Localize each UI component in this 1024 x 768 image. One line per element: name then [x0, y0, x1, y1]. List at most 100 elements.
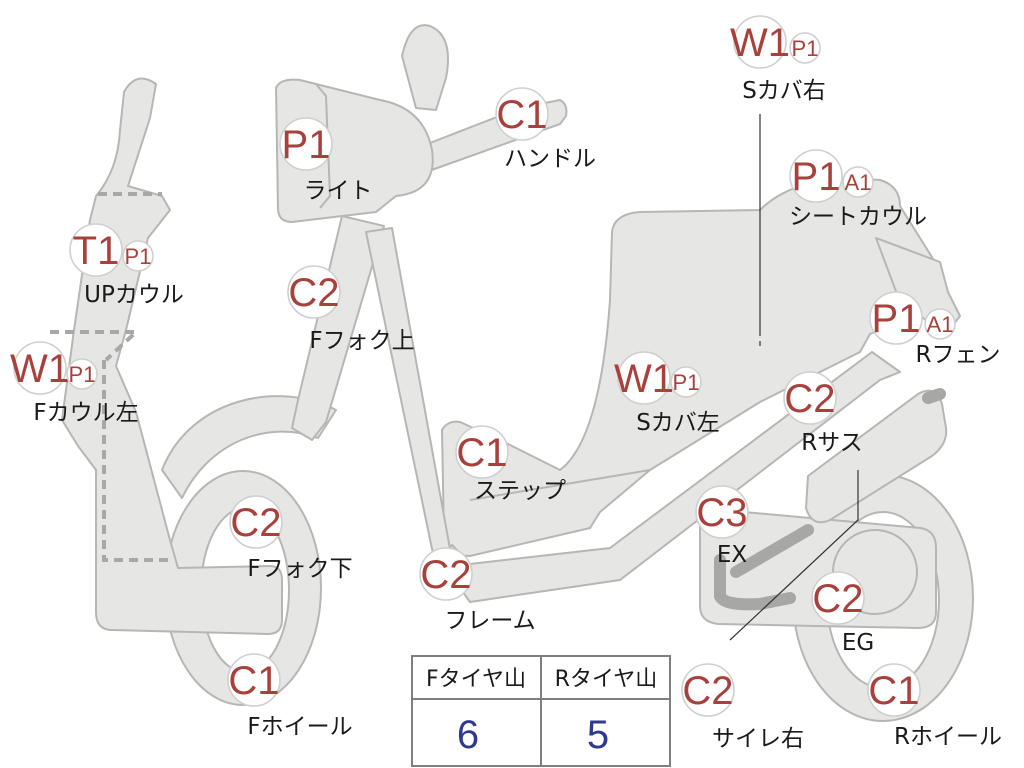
- seat-cowl-label: シートカウル: [789, 204, 927, 230]
- muffler-right-label: サイレ右: [712, 726, 804, 752]
- s-cover-left-grade-badge: [617, 351, 671, 405]
- floorboard-shape: [469, 469, 651, 501]
- s-cover-right-label: Sカバ右: [742, 78, 826, 104]
- s-cover-right-sub-grade-badge: [789, 32, 821, 64]
- shock-end-shape: [922, 388, 946, 404]
- frame-grade: C2: [420, 553, 471, 597]
- front-tread-header: Fタイヤ山: [426, 667, 526, 692]
- f-cowl-left-grade-badge: [13, 341, 67, 395]
- rear-tread-value: 5: [587, 713, 609, 757]
- frame-label: フレーム: [444, 608, 535, 634]
- seat-cowl-grade-badge: [789, 149, 843, 203]
- exhaust-grade-badge: [695, 485, 749, 539]
- seat-cowl-sub-grade: A1: [845, 170, 872, 195]
- f-wheel-grade-badge: [227, 653, 281, 707]
- rear-tread-header: Rタイヤ山: [555, 667, 658, 692]
- s-cover-left-label: Sカバ左: [636, 410, 720, 436]
- mirror-shape: [401, 24, 449, 111]
- light-grade-badge: [279, 117, 333, 171]
- f-fork-lower-grade: C2: [230, 501, 281, 545]
- light-label: ライト: [304, 178, 373, 204]
- front-fork-shape: [291, 215, 385, 441]
- front-tread-value: 6: [457, 713, 479, 757]
- engine-grade: C2: [812, 577, 863, 621]
- main-body-shape: [441, 177, 949, 557]
- r-wheel-label: Rホイール: [894, 724, 1002, 750]
- frame-grade-badge: [419, 547, 473, 601]
- leader-lines: [729, 114, 859, 641]
- exhaust-pipe-shape: [714, 524, 814, 611]
- step-label: ステップ: [474, 478, 566, 504]
- engine-label: EG: [842, 630, 874, 656]
- handle-label: ハンドル: [504, 146, 596, 172]
- s-cover-right-sub-grade: P1: [792, 36, 819, 61]
- handle-grade-badge: [495, 87, 549, 141]
- leg-shield-shape: [61, 77, 283, 635]
- part-handle: C1 ハンドル: [495, 87, 596, 172]
- f-fork-lower-grade-badge: [229, 495, 283, 549]
- f-fork-upper-grade-badge: [287, 265, 341, 319]
- f-cowl-left-sub-grade-badge: [66, 358, 98, 390]
- tire-tread-table: Fタイヤ山 Rタイヤ山 6 5: [411, 655, 671, 767]
- part-step: C1 ステップ: [455, 425, 566, 504]
- r-suspension-grade: C2: [784, 377, 835, 421]
- r-fender-sub-grade-badge: [924, 308, 956, 340]
- muffler-right-grade-badge: [681, 663, 735, 717]
- s-cover-right-grade: W1: [730, 21, 790, 65]
- step-grade: C1: [456, 431, 507, 475]
- seat-cowl-grade: P1: [792, 155, 841, 199]
- handle-grade: C1: [496, 93, 547, 137]
- light-grade: P1: [282, 123, 331, 167]
- f-fork-upper-label: Fフォク上: [309, 328, 414, 354]
- up-cowl-grade-badge: [69, 223, 123, 277]
- f-fork-upper-grade: C2: [288, 271, 339, 315]
- up-cowl-sub-grade-badge: [122, 240, 154, 272]
- s-cover-left-grade: W1: [614, 357, 674, 401]
- step-grade-badge: [455, 425, 509, 479]
- r-suspension-label: Rサス: [801, 430, 863, 456]
- r-fender-grade: P1: [872, 297, 921, 341]
- f-cowl-left-sub-grade: P1: [69, 362, 96, 387]
- r-wheel-grade-badge: [867, 663, 921, 717]
- leader-muffler: [729, 470, 859, 641]
- part-light: P1 ライト: [279, 117, 373, 204]
- up-cowl-grade: T1: [73, 229, 120, 273]
- exhaust-grade: C3: [696, 491, 747, 535]
- f-wheel-grade: C1: [228, 659, 279, 703]
- down-tube-shape: [365, 227, 453, 569]
- f-cowl-left-label: Fカウル左: [33, 400, 138, 426]
- up-cowl-sub-grade: P1: [125, 244, 152, 269]
- s-cover-right-grade-badge: [733, 15, 787, 69]
- s-cover-left-sub-grade: P1: [673, 370, 700, 395]
- muffler-right-grade: C2: [682, 669, 733, 713]
- exhaust-label: EX: [717, 542, 748, 568]
- cowl-panel-divider-3: [102, 360, 168, 562]
- up-cowl-label: UPカウル: [84, 282, 184, 308]
- s-cover-left-sub-grade-badge: [670, 366, 702, 398]
- part-muffler-right: C2 サイレ右: [681, 663, 804, 752]
- r-fender-grade-badge: [869, 291, 923, 345]
- front-wheel-shape: [164, 470, 322, 706]
- r-fender-label: Rフェン: [916, 342, 1001, 368]
- f-fork-lower-label: Fフォク下: [247, 556, 352, 582]
- r-fender-sub-grade: A1: [927, 312, 954, 337]
- r-wheel-grade: C1: [868, 669, 919, 713]
- f-cowl-left-grade: W1: [10, 347, 70, 391]
- part-frame: C2 フレーム: [419, 547, 536, 634]
- headlight-housing-shape: [275, 78, 434, 223]
- r-suspension-grade-badge: [783, 371, 837, 425]
- f-wheel-label: Fホイール: [247, 714, 352, 740]
